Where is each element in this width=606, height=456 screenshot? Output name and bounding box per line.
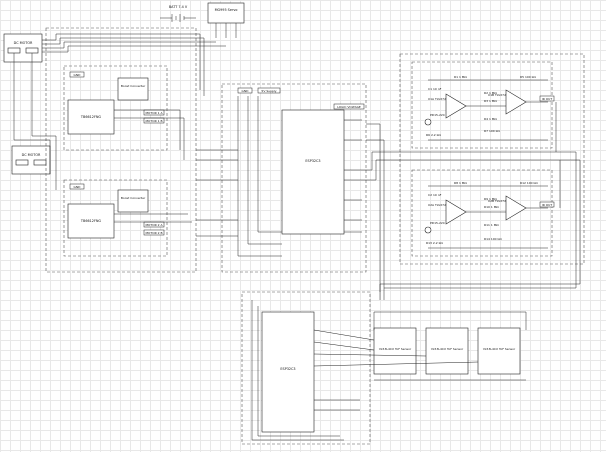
opamp-u1a-label: U1A TLV272 [428,97,446,101]
driver-2-label: TB6612FNG [80,219,102,223]
opamp-u2b-label: U2B TLV272 [488,199,506,203]
tag-gnd-d2-label: GND [74,185,82,189]
boost-2: Boost Converter [117,189,149,213]
tag-gnd-d2 [69,183,85,190]
r6-label: R6 2.2 kΩ [426,133,441,137]
photodiode-a-label: PD15-22C [430,113,445,117]
dc-motor-2: DC MOTOR [11,145,51,175]
mcu-2-label: ESP32C3 [280,367,295,371]
opamp-u2a-label: U2A TLV272 [428,203,446,207]
tag-ir-out-a-label: IR OUT [542,97,552,101]
tag-5v-label: 5V Supply [261,89,276,93]
r10-label: R10 1 MΩ [484,205,499,209]
tof-sensor-3-label: VL53L4CX ToF Sensor [483,347,516,351]
photodiode-b [424,226,432,234]
ir-circuit-a: U1A TLV272 U1B TLV272 PD15-22C R1 1 MΩ R… [424,75,548,141]
mcu-1-label: ESP32C3 [305,159,320,163]
opamp-u2a [445,199,467,225]
tag-motor2b-label: MOTOR 2 B [145,231,162,235]
r9-label: R9 1 MΩ [484,197,497,201]
r8-label: R8 1 MΩ [454,181,467,185]
tag-gnd-d1-label: GND [74,73,82,77]
dc-motor-1: DC MOTOR [3,33,43,63]
r1-label: R1 1 MΩ [454,75,467,79]
photodiode-a [424,118,432,126]
boost-1: Boost Converter [117,77,149,101]
r2-label: R2 1 MΩ [484,91,497,95]
driver-group-2 [63,179,168,257]
driver-1-label: TB6612FNG [80,115,102,119]
mcu-2: ESP32C3 [261,311,315,433]
battery-label: BATT 7.4 V [169,5,188,9]
driver-1: TB6612FNG [67,99,115,135]
mcu-1: ESP32C3 [281,109,345,235]
driver-2: TB6612FNG [67,203,115,239]
tof-sensor-3: VL53L4CX ToF Sensor [477,327,521,375]
ir-outer-group [399,53,585,265]
r5-label: R5 100 kΩ [520,75,536,79]
tag-motor2b [143,229,165,236]
r14-label: R14 100 kΩ [484,237,502,241]
boost-1-label: Boost Converter [121,84,146,88]
tag-ir-out-b [539,201,555,208]
r12-label: R12 100 kΩ [520,181,538,185]
mcu-group-1 [221,83,367,273]
ir-group-b [411,169,553,257]
tag-5v [257,87,281,94]
r4-label: R4 1 MΩ [484,117,497,121]
tag-gnd-mcu [237,87,253,94]
tof-sensor-1: VL53L4CX ToF Sensor [373,327,417,375]
tag-ir-out-a [539,95,555,102]
r13-label: R13 2.2 kΩ [426,241,443,245]
ir-group-a [411,61,553,149]
c2-label: C2 10 nF [428,193,442,197]
c1-label: C1 10 nF [428,87,442,91]
opamp-u2b [505,195,527,221]
servo-label: MG995 Servo [215,8,238,12]
servo: MG995 Servo [207,2,245,38]
driver-group-1 [63,65,168,151]
tag-logic [333,103,365,110]
r11-label: R11 1 MΩ [484,223,499,227]
tof-sensor-2: VL53L4CX ToF Sensor [425,327,469,375]
wires [13,33,581,441]
tag-motor2a-label: MOTOR 2 A [145,223,163,227]
photodiode-b-label: PD15-22C [430,221,445,225]
tag-logic-label: LOGIC VOLTAGE [337,105,361,109]
tag-motor1a-label: MOTOR 1 A [145,111,163,115]
tag-gnd-mcu-label: GND [242,89,250,93]
opamp-u1a [445,93,467,119]
dc-motor-2-label: DC MOTOR [22,153,41,157]
boost-2-label: Boost Converter [121,196,146,200]
dc-motor-1-label: DC MOTOR [14,41,33,45]
tag-ir-out-b-label: IR OUT [542,203,552,207]
tag-gnd-d1 [69,71,85,78]
r7-label: R7 100 kΩ [484,129,500,133]
tof-sensor-2-label: VL53L4CX ToF Sensor [431,347,464,351]
ir-circuit-b: U2A TLV272 U2B TLV272 PD15-22C R8 1 MΩ R… [424,181,548,249]
tof-sensor-1-label: VL53L4CX ToF Sensor [379,347,412,351]
tag-motor1b-label: MOTOR 1 B [145,119,162,123]
battery: BATT 7.4 V [160,5,196,22]
opamp-u1b [505,89,527,115]
opamp-u1b-label: U1B TLV272 [488,93,506,97]
r3-label: R3 1 MΩ [484,99,497,103]
